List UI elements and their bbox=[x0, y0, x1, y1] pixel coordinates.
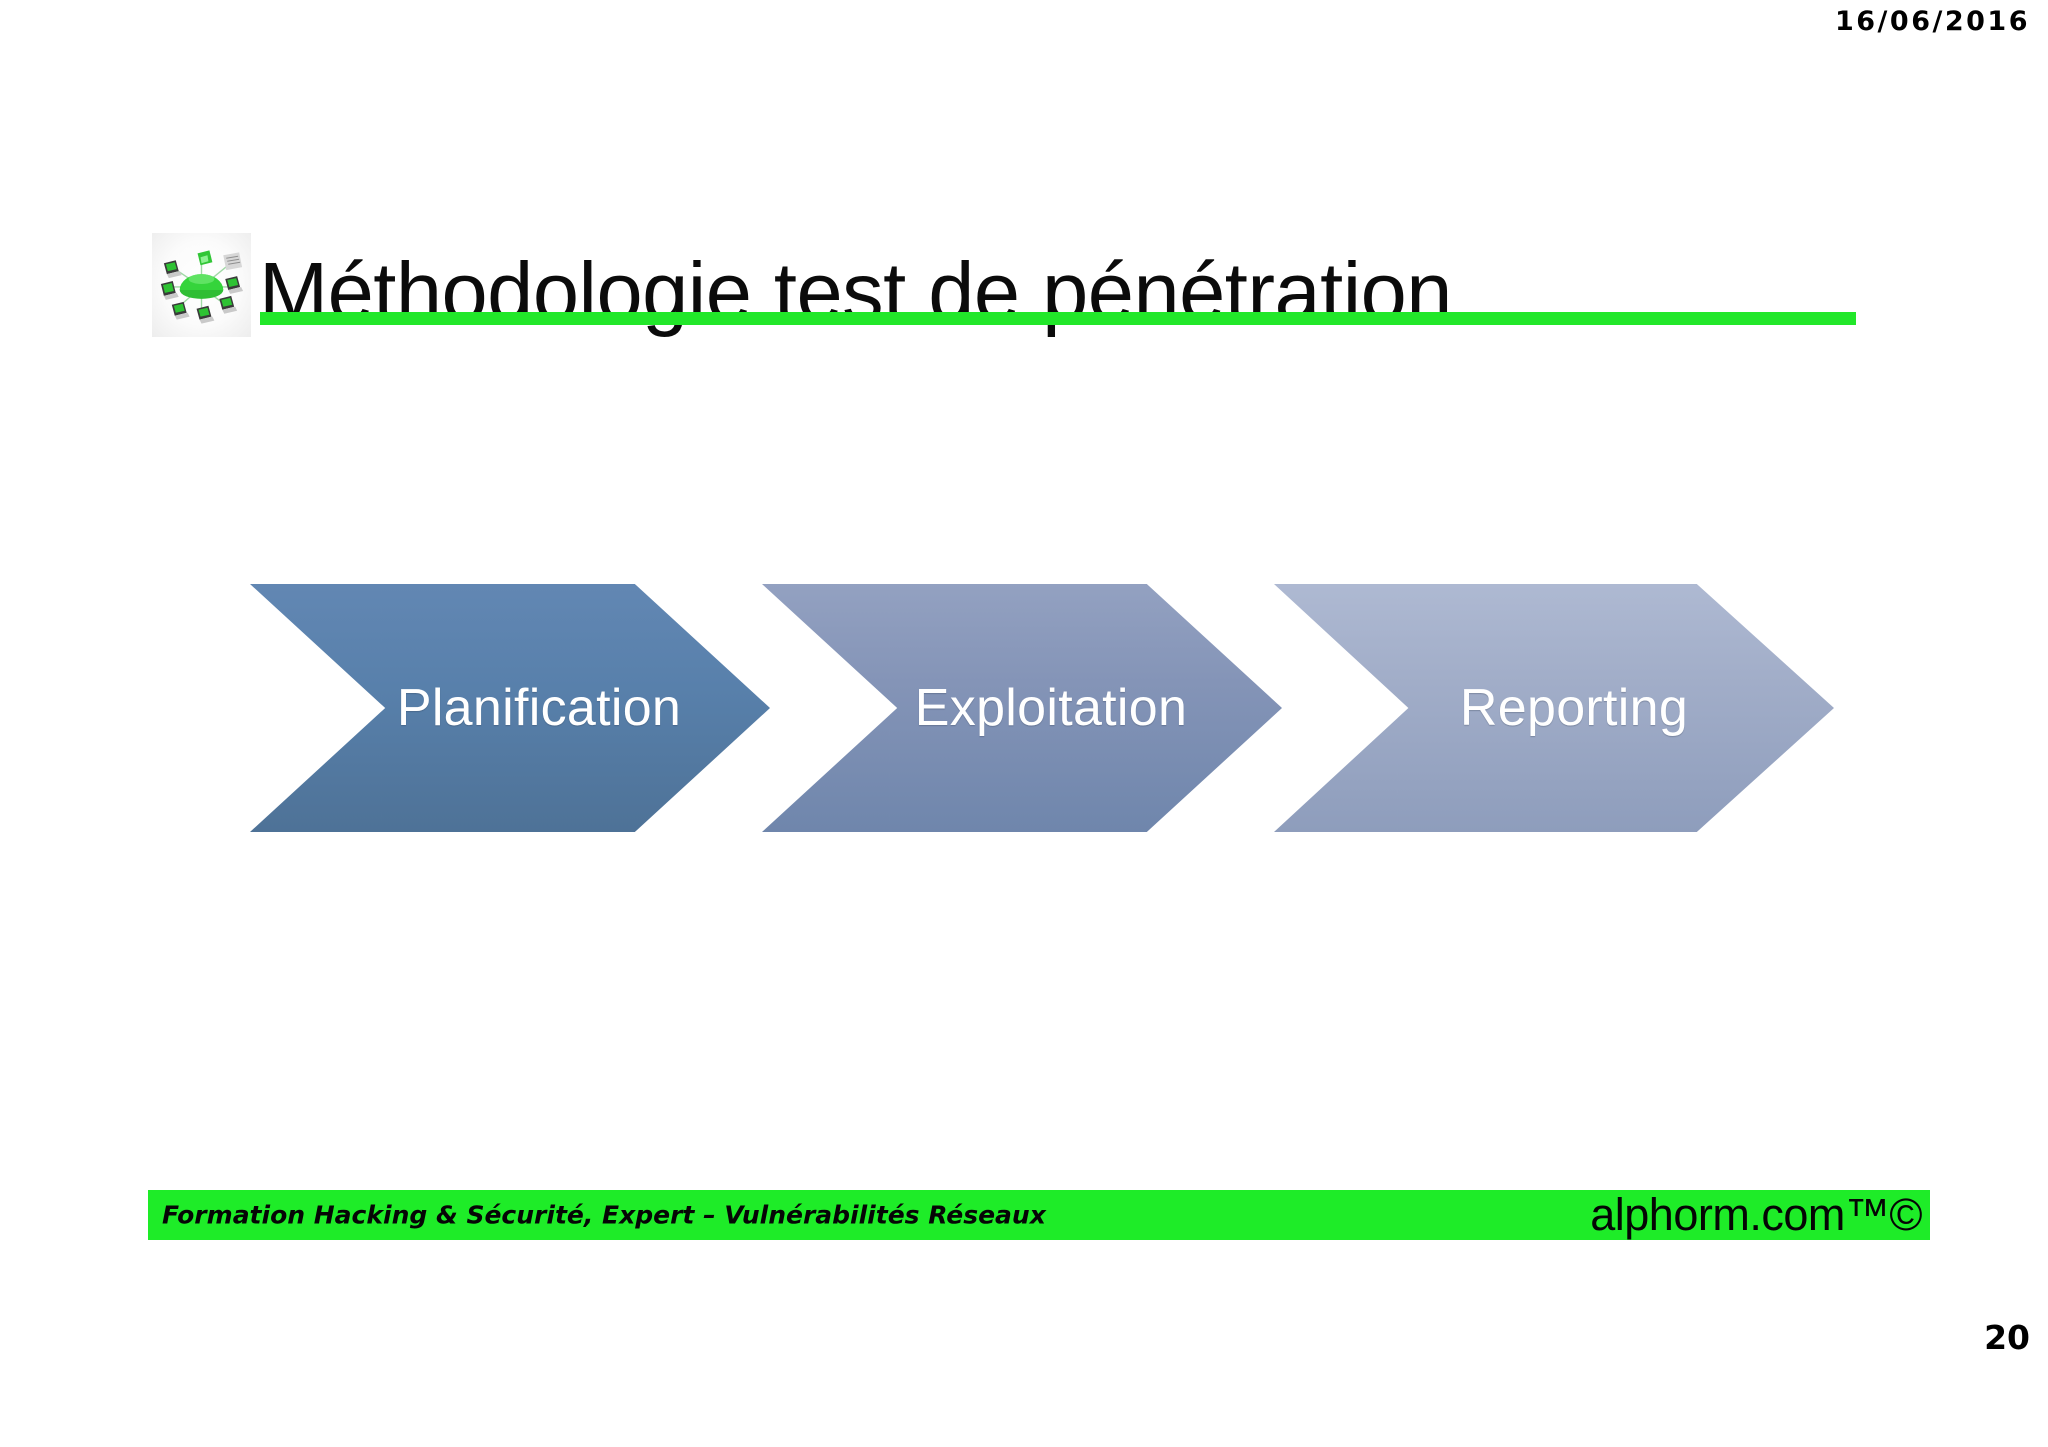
process-step-label: Planification bbox=[396, 679, 682, 737]
process-step-label: Reporting bbox=[1459, 679, 1689, 737]
process-step-reporting[interactable]: Reporting bbox=[1274, 584, 1834, 832]
title-underline bbox=[260, 312, 1856, 325]
date-stamp: 16/06/2016 bbox=[1834, 6, 2030, 37]
process-step-exploitation[interactable]: Exploitation bbox=[762, 584, 1282, 832]
footer-brand: alphorm.com™© bbox=[1590, 1189, 1922, 1240]
network-hub-icon bbox=[152, 233, 251, 337]
page-number: 20 bbox=[1984, 1318, 2030, 1357]
process-step-planification[interactable]: Planification bbox=[250, 584, 770, 832]
process-flow: Planification Exploitation Reporting bbox=[0, 584, 2048, 834]
process-step-label: Exploitation bbox=[914, 679, 1188, 737]
footer-bar: Formation Hacking & Sécurité, Expert – V… bbox=[148, 1189, 1930, 1240]
footer-course-title: Formation Hacking & Sécurité, Expert – V… bbox=[162, 1200, 1046, 1230]
